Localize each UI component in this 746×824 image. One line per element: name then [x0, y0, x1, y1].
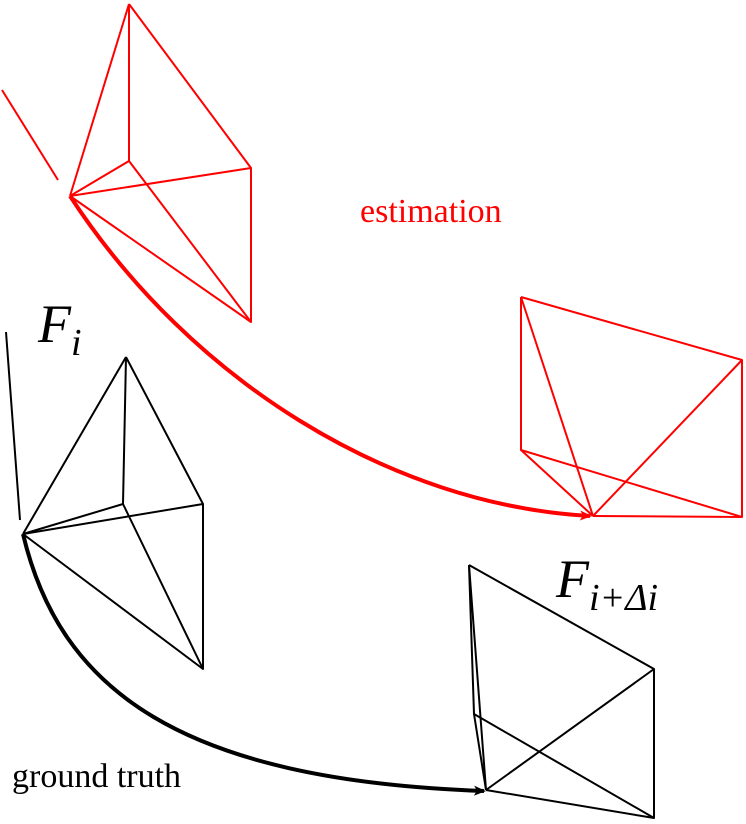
estimated-start-edge	[69, 3, 130, 197]
ground-truth-label: ground truth	[12, 758, 181, 795]
truth-start-edge	[22, 503, 124, 535]
truth-start-edge	[22, 356, 127, 535]
truth-start-axis	[5, 331, 21, 521]
truth-end-edge	[485, 789, 655, 819]
estimated-end-image-plane	[520, 296, 743, 518]
estimated-start-axis	[1, 89, 59, 181]
estimated-start-image-plane	[128, 3, 252, 323]
frame-i-delta-subscript: i+Δi	[589, 577, 658, 619]
truth-end-edge	[468, 564, 487, 791]
truth-start-edge	[22, 533, 204, 670]
truth-start-image-plane	[122, 356, 204, 670]
estimated-end-edge	[592, 515, 743, 518]
estimated-start-edge	[69, 167, 252, 197]
truth-end-edge	[485, 668, 655, 791]
frame-i-delta-base: F	[555, 549, 590, 609]
frame-i-base: F	[37, 294, 72, 354]
estimation-arrow	[68, 194, 592, 521]
truth-end-frustum	[468, 564, 655, 819]
ground-truth-arrow	[21, 533, 486, 796]
estimated-end-edge	[592, 359, 743, 517]
frame-i-delta-label: Fi+Δi	[555, 549, 658, 619]
estimation-label: estimation	[360, 193, 502, 230]
truth-start-edge	[22, 503, 204, 535]
estimated-start-frustum	[1, 3, 252, 323]
estimated-end-frustum	[520, 296, 743, 518]
estimated-end-edge	[520, 449, 594, 517]
frame-i-subscript: i	[71, 322, 82, 364]
truth-end-edge	[473, 713, 487, 791]
estimated-end-edge	[520, 296, 594, 517]
estimated-start-edge	[69, 160, 130, 197]
truth-start-frustum	[5, 331, 204, 670]
frame-i-label: Fi	[37, 294, 82, 364]
estimated-start-edge	[69, 195, 252, 323]
